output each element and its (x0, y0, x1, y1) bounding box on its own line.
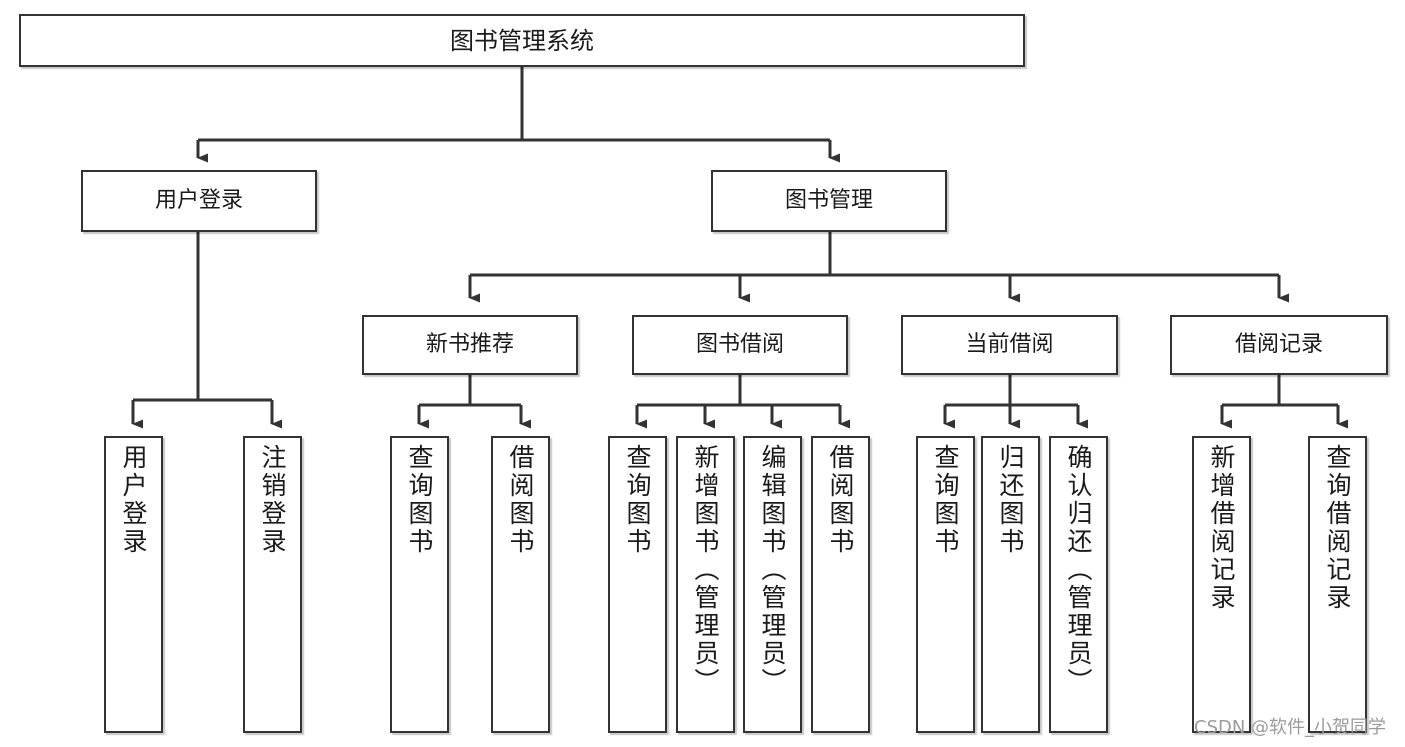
node-label: 查询图书 (931, 444, 960, 556)
node-label: 用户登录 (119, 444, 148, 556)
node-label: 图书管理 (784, 188, 873, 213)
node-label: 当前借阅 (965, 332, 1054, 357)
node-label: 借阅图书 (826, 444, 855, 556)
leaf-records-add-record[interactable]: 新增借阅记录 (1192, 436, 1251, 733)
leaf-borrow-query-book[interactable]: 查询图书 (608, 436, 667, 733)
node-label: 图书管理系统 (450, 26, 594, 55)
node-new-book-recommend[interactable]: 新书推荐 (362, 315, 578, 375)
leaf-borrow-edit-book-admin[interactable]: 编辑图书（管理员） (743, 436, 802, 733)
node-label: 查询借阅记录 (1323, 444, 1352, 612)
node-label: 查询图书 (405, 444, 434, 556)
node-label: 新增借阅记录 (1207, 444, 1236, 612)
node-label: 查询图书 (623, 444, 652, 556)
node-label: 确认归还（管理员） (1064, 444, 1093, 696)
leaf-records-query-record[interactable]: 查询借阅记录 (1308, 436, 1367, 733)
leaf-user-login[interactable]: 用户登录 (104, 436, 163, 733)
node-label: 借阅图书 (506, 444, 535, 556)
node-label: 借阅记录 (1234, 332, 1323, 357)
node-book-borrow[interactable]: 图书借阅 (632, 315, 848, 375)
node-label: 用户登录 (154, 188, 243, 213)
leaf-newbook-borrow-book[interactable]: 借阅图书 (491, 436, 550, 733)
node-label: 编辑图书（管理员） (758, 444, 787, 696)
leaf-current-query-book[interactable]: 查询图书 (916, 436, 975, 733)
node-current-borrow[interactable]: 当前借阅 (901, 315, 1118, 375)
node-label: 新增图书（管理员） (691, 444, 720, 696)
leaf-logout[interactable]: 注销登录 (243, 436, 302, 733)
leaf-current-return-book[interactable]: 归还图书 (981, 436, 1040, 733)
node-borrow-records[interactable]: 借阅记录 (1170, 315, 1388, 375)
node-label: 图书借阅 (695, 332, 784, 357)
node-label: 归还图书 (996, 444, 1025, 556)
node-book-management[interactable]: 图书管理 (711, 170, 947, 232)
leaf-newbook-query-book[interactable]: 查询图书 (390, 436, 449, 733)
leaf-borrow-add-book-admin[interactable]: 新增图书（管理员） (676, 436, 735, 733)
node-label: 新书推荐 (425, 332, 514, 357)
node-root-system[interactable]: 图书管理系统 (19, 14, 1025, 67)
leaf-current-confirm-return-admin[interactable]: 确认归还（管理员） (1049, 436, 1108, 733)
node-label: 注销登录 (258, 444, 287, 556)
node-user-login[interactable]: 用户登录 (81, 170, 317, 232)
leaf-borrow-borrow-book[interactable]: 借阅图书 (811, 436, 870, 733)
